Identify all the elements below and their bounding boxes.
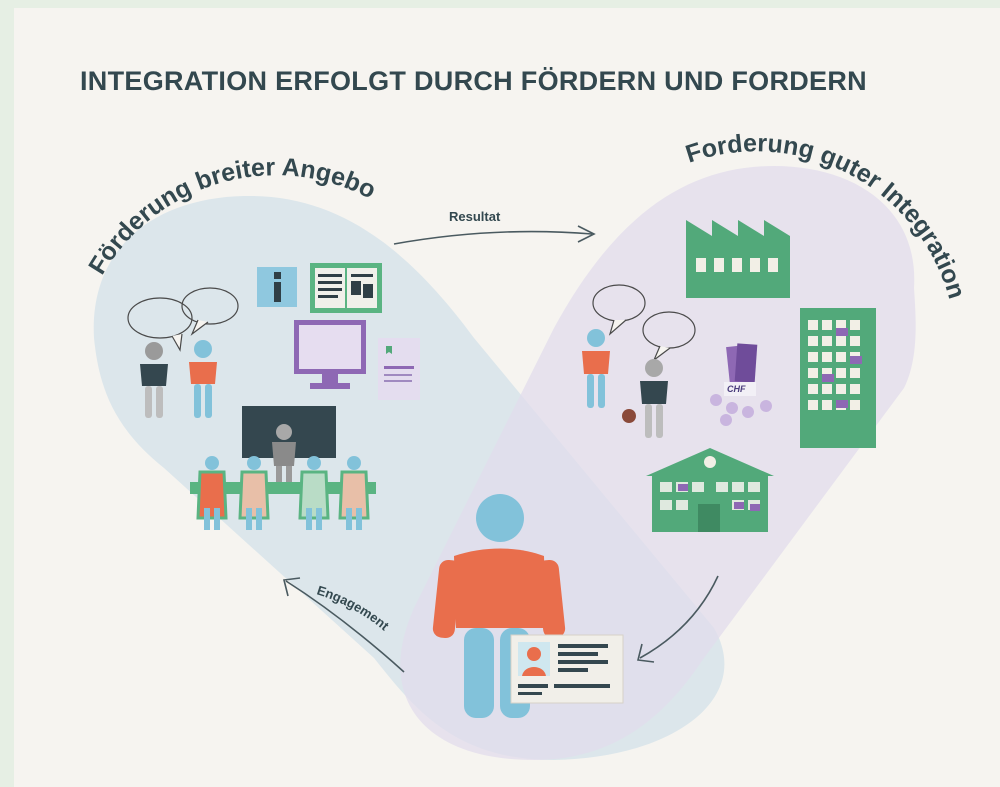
factory-icon: [686, 220, 790, 298]
id-card-icon: [510, 634, 624, 704]
resultat-label: Resultat: [449, 209, 501, 224]
ball-icon: [622, 409, 636, 423]
document-icon: [378, 338, 420, 400]
student-icon: [298, 456, 330, 520]
money-icon: CHF: [710, 343, 772, 426]
student-icon: [338, 456, 370, 520]
speech-bubble-icon: [127, 297, 193, 352]
student-icon: [238, 456, 270, 520]
book-icon: [310, 263, 382, 313]
resultat-arrow: Resultat: [393, 209, 596, 245]
chf-label: CHF: [727, 384, 746, 394]
speech-bubble-icon: [592, 284, 646, 336]
page-title: INTEGRATION ERFOLGT DURCH FÖRDERN UND FO…: [80, 66, 867, 96]
infographic-svg: Förderung breiter Angebote Forderung gut…: [14, 8, 971, 760]
classroom-icon: [190, 406, 376, 530]
info-icon: [257, 267, 297, 307]
person-orange-icon: [582, 329, 610, 408]
office-building-icon: [800, 308, 876, 448]
person-dark-icon: [640, 359, 668, 438]
central-person-icon: [432, 494, 566, 718]
school-building-icon: [646, 448, 774, 532]
speech-bubble-icon: [181, 287, 239, 336]
student-icon: [196, 456, 228, 520]
monitor-icon: [294, 320, 366, 389]
return-arrow: [637, 575, 719, 663]
infographic-canvas: Förderung breiter Angebote Forderung gut…: [14, 8, 1000, 787]
person-orange-icon: [189, 340, 217, 418]
person-dark-icon: [140, 342, 168, 418]
